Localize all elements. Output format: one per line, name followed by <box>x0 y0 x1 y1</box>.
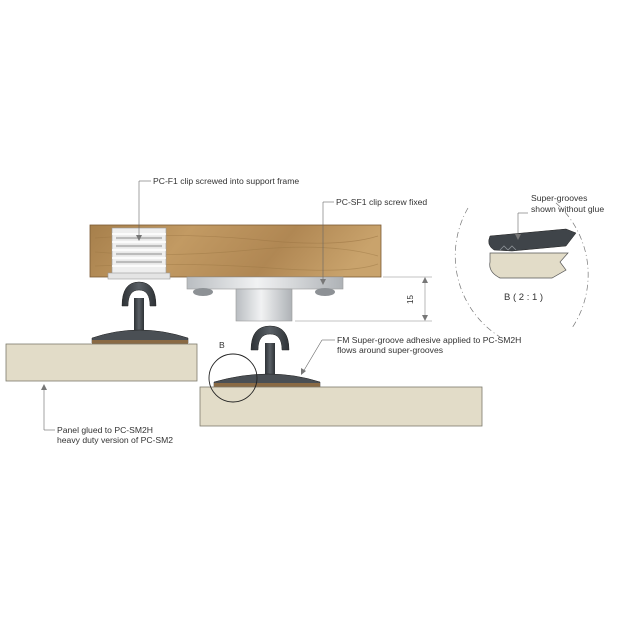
dimension-value: 15 <box>406 295 415 304</box>
leader-pc-f1 <box>136 180 151 241</box>
leader-pc-sf1 <box>320 201 334 285</box>
detail-b-marker-label: B <box>219 340 225 350</box>
leader-adhesive <box>301 339 335 375</box>
dimension-15: 15 <box>295 276 432 322</box>
label-adhesive-line1: FM Super-groove adhesive applied to PC-S… <box>337 335 521 345</box>
label-pc-sf1: PC-SF1 clip screw fixed <box>336 197 427 207</box>
left-panel <box>5 343 198 382</box>
label-panel-line2: heavy duty version of PC-SM2 <box>57 435 173 445</box>
label-super-grooves-line1: Super-grooves <box>531 193 587 203</box>
pc-sf1-clip <box>186 276 344 322</box>
detail-b-marker-circle <box>208 353 258 403</box>
label-adhesive-line2: flows around super-grooves <box>337 345 443 355</box>
label-panel-line1: Panel glued to PC-SM2H <box>57 425 153 435</box>
detail-b-view <box>454 202 589 338</box>
right-panel <box>199 386 483 427</box>
detail-scale-label: B ( 2 : 1 ) <box>504 292 543 303</box>
label-pc-f1: PC-F1 clip screwed into support frame <box>153 176 299 186</box>
label-super-grooves-line2: shown without glue <box>531 204 604 214</box>
pc-sm2h-clip <box>213 325 321 388</box>
leader-panel <box>41 384 55 431</box>
